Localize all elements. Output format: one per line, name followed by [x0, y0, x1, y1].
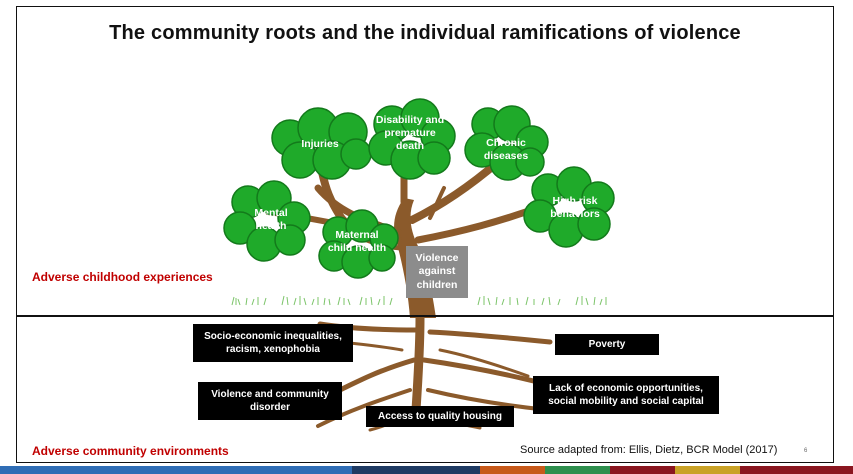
grass-tufts: [231, 295, 607, 306]
bottom-bar-segment: [675, 466, 740, 474]
branch-label-maternal: Maternal child health: [327, 229, 387, 255]
bottom-bar-segment: [352, 466, 480, 474]
root-box-poverty: Poverty: [555, 334, 659, 355]
center-box-violence: Violence against children: [406, 246, 468, 298]
canopy-highrisk: [523, 166, 615, 248]
branch-label-high-risk: High risk behaviors: [550, 195, 600, 221]
section-label-upper: Adverse childhood experiences: [32, 270, 213, 284]
section-divider: [16, 315, 834, 317]
canopy-maternal: [318, 209, 399, 279]
canopy-mental: [223, 180, 311, 262]
bottom-bar-segment: [88, 466, 176, 474]
slide-title: The community roots and the individual r…: [109, 22, 741, 44]
slide-frame: [16, 6, 834, 463]
canopy-chronic: [464, 105, 549, 181]
bottom-bar-segment: [264, 466, 352, 474]
branch-label-disability: Disability and premature death: [375, 114, 445, 153]
bottom-bar-segment: [176, 466, 264, 474]
bottom-color-bar: [0, 466, 853, 474]
root-box-housing: Access to quality housing: [366, 406, 514, 427]
bottom-bar-segment: [740, 466, 853, 474]
section-label-lower: Adverse community environments: [32, 444, 229, 458]
source-citation: Source adapted from: Ellis, Dietz, BCR M…: [520, 444, 778, 456]
canopy-injuries: [271, 107, 372, 180]
bottom-bar-segment: [0, 466, 88, 474]
bottom-bar-segment: [545, 466, 610, 474]
canopy-disability: [368, 98, 456, 180]
root-box-socioeconomic: Socio-economic inequalities, racism, xen…: [193, 324, 353, 362]
branch-label-chronic: Chronic diseases: [483, 137, 529, 163]
branch-label-mental-health: Mental health: [254, 207, 288, 233]
bottom-bar-segment: [480, 466, 545, 474]
root-box-community-disorder: Violence and community disorder: [198, 382, 342, 420]
page-number: 6: [804, 448, 808, 454]
canopy-clusters: [223, 98, 615, 279]
branch-label-injuries: Injuries: [301, 138, 339, 150]
root-box-economic: Lack of economic opportunities, social m…: [533, 376, 719, 414]
bottom-bar-segment: [610, 466, 675, 474]
center-label: Violence against children: [415, 252, 459, 291]
